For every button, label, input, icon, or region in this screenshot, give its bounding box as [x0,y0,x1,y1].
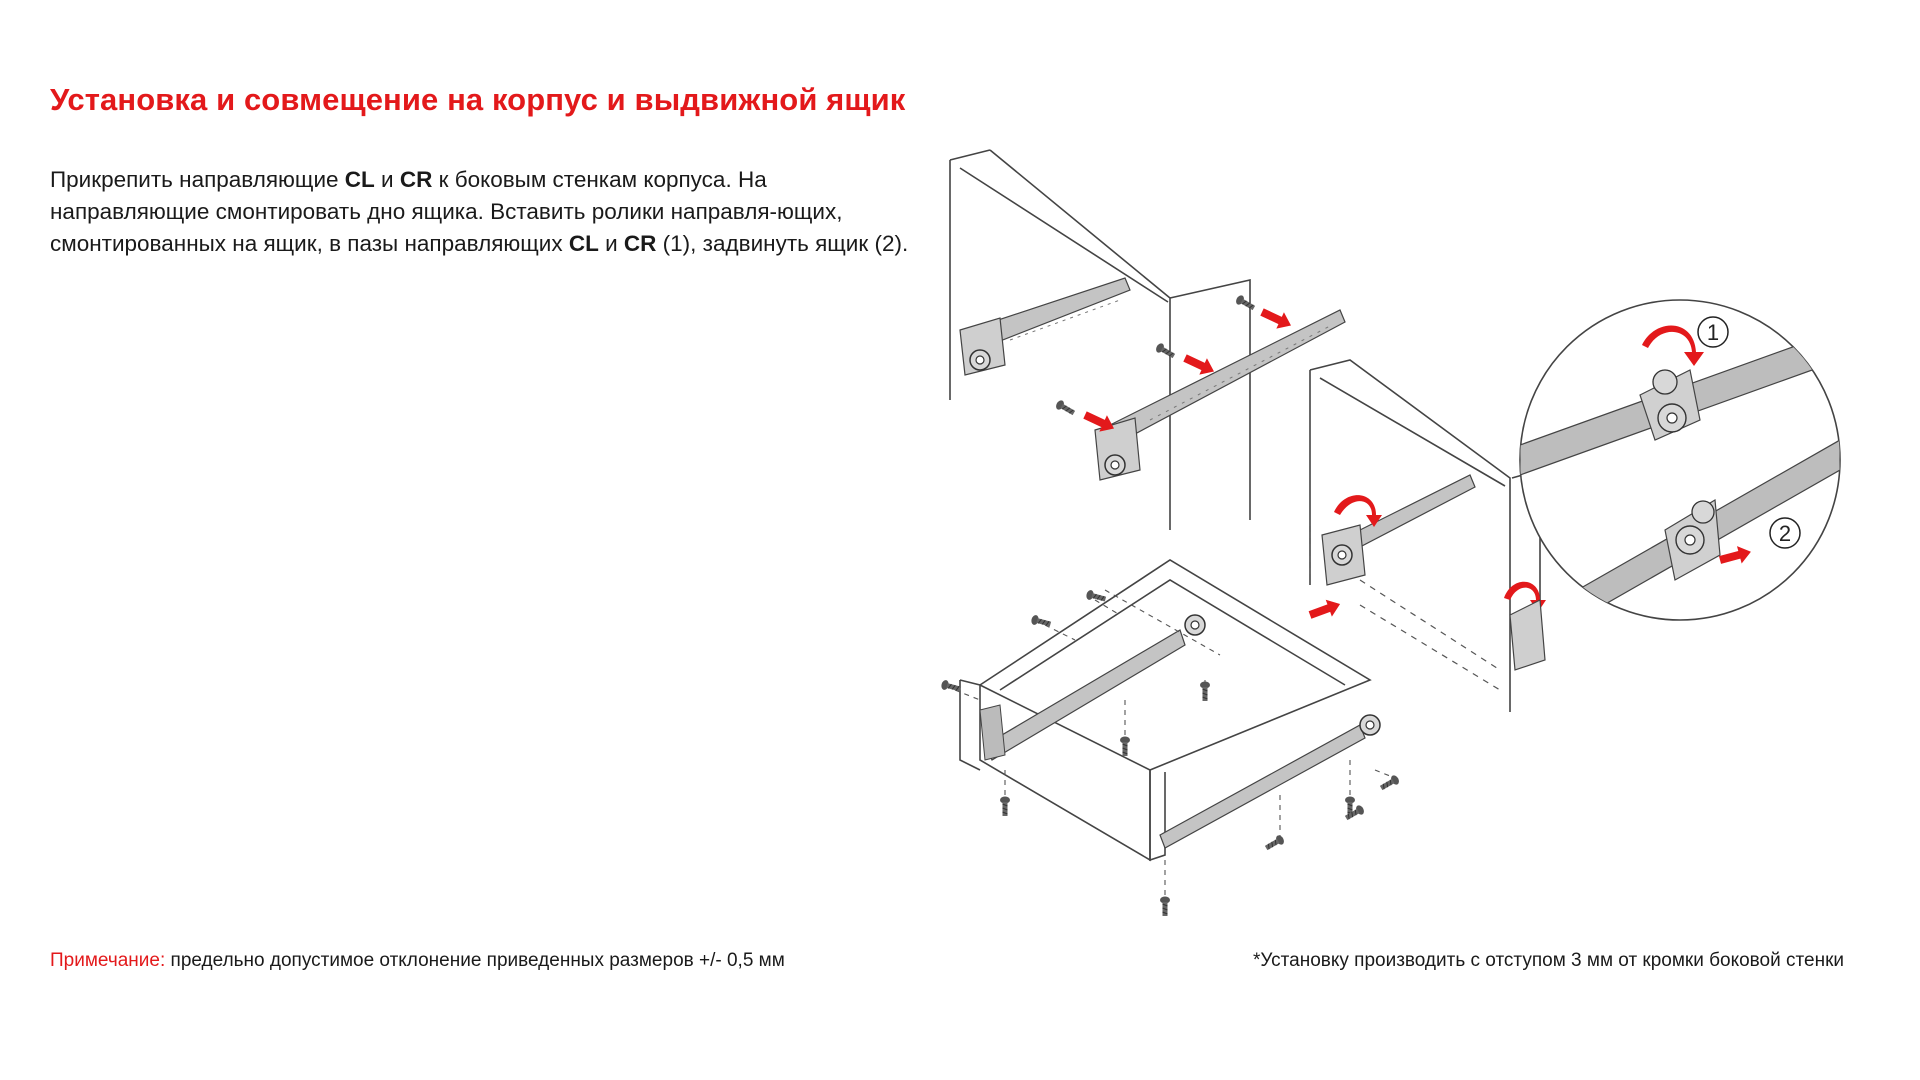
cabinet-rail-left [959,277,1131,376]
screw-icon [1378,773,1402,793]
screw-icon [1199,681,1211,702]
cabinet-outline [949,149,1541,712]
step-2-label: 2 [1779,521,1791,546]
screw-icon [999,796,1011,817]
instructions-text: Прикрепить направляющие CL и CR к боковы… [50,164,920,260]
screw-icon [1159,896,1171,917]
note: Примечание: предельно допустимое отклоне… [50,950,785,972]
roller-icon [969,349,991,371]
step-1-label: 1 [1707,320,1719,345]
step-1-marker [1697,316,1729,348]
roller-icon [1331,544,1353,566]
curved-arrow-icon [1334,495,1382,527]
arrow-right-icon [1258,303,1295,334]
instructions-part: и [598,231,624,256]
page-title: Установка и совмещение на корпус и выдви… [50,82,906,117]
rail-cl-label: CL [568,231,599,256]
drawer-rail-left [979,614,1206,761]
installation-footnote: *Установку производить с отступом 3 мм о… [1252,950,1844,971]
rail-cl [1094,309,1346,481]
roller-icon [1104,454,1126,476]
instructions-part: Прикрепить направляющие [50,167,345,192]
instructions-part: и [374,167,400,192]
rail-cr-label: CR [399,167,433,192]
screw-icon [1084,588,1108,605]
instructions-part: (1), задвинуть ящик (2). [656,231,909,256]
step-2-marker [1769,517,1801,549]
roller-icon [1184,614,1206,636]
screw-icon [1263,833,1287,853]
drawer-rail-right [1159,714,1381,849]
screw-icon [1119,736,1131,757]
screw-icon [1233,293,1257,313]
drawer-box [959,559,1372,862]
arrow-right-icon [1306,595,1344,624]
instructions-part: к боковым стенкам корпуса. На направляющ… [50,167,843,256]
screw-icon [1343,803,1367,823]
roller-icon [1359,714,1381,736]
note-text: предельно допустимое отклонение приведен… [165,950,785,971]
rail-cl-label: CL [344,167,375,192]
drawer-screws [954,589,1401,900]
curved-arrow-icon [1642,325,1704,366]
cabinet-rail-right [1306,474,1546,691]
detail-callout: 1 2 [1519,299,1841,621]
rail-cr-label: CR [623,231,657,256]
screw-icon [1053,398,1077,418]
note-label: Примечание: [50,950,166,971]
screw-icon [1153,341,1177,361]
